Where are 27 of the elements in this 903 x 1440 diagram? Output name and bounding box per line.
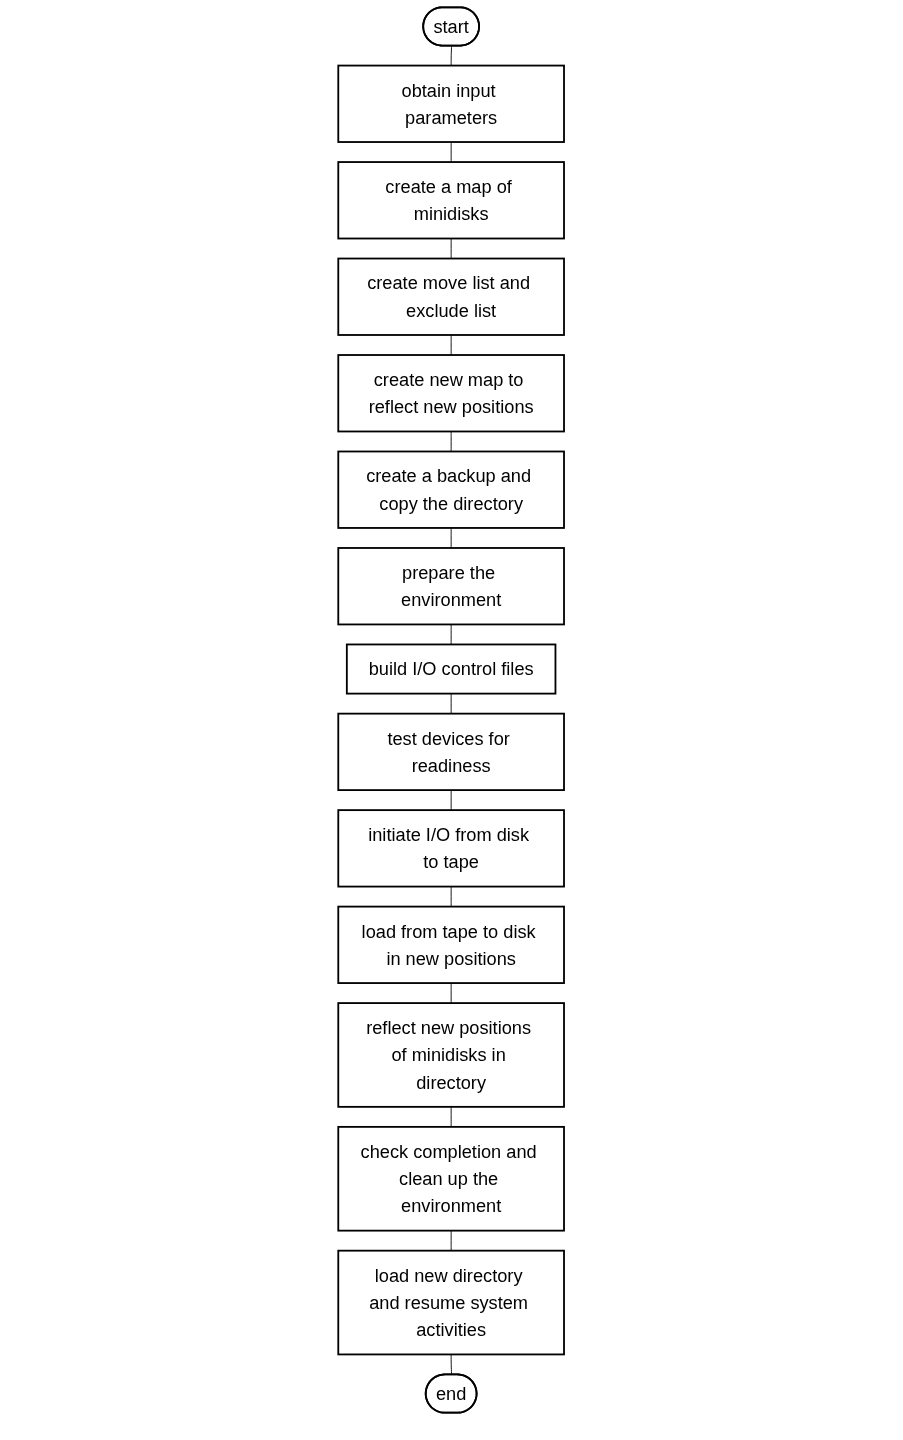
node-box: initiate I/O from disk to tape xyxy=(337,809,566,888)
connector xyxy=(451,527,452,549)
node-box: create move list and exclude list xyxy=(337,257,566,336)
connector xyxy=(451,693,452,715)
node-box: check completion and clean up the environment xyxy=(337,1125,566,1232)
connector xyxy=(451,1230,452,1252)
connector xyxy=(451,431,452,452)
node-box: test devices for readiness xyxy=(337,712,566,791)
node-box: create new map to reflect new positions xyxy=(337,354,566,433)
node-box: create a backup and copy the directory xyxy=(337,450,566,529)
node-box: load new directory and resume system activities xyxy=(337,1249,566,1356)
connector xyxy=(451,624,452,645)
node-box: obtain input parameters xyxy=(337,64,566,143)
connector xyxy=(451,1353,453,1376)
connector xyxy=(451,982,452,1004)
connector xyxy=(451,886,452,908)
node-box: prepare the environment xyxy=(337,547,566,626)
node-box: reflect new positions of minidisks in directory xyxy=(337,1002,566,1108)
node-box: create a map of minidisks xyxy=(337,161,566,240)
connector xyxy=(451,238,452,259)
node-box: build I/O control files xyxy=(346,643,557,695)
connector xyxy=(451,45,453,67)
node-box: load from tape to disk in new positions xyxy=(337,905,566,984)
connector xyxy=(451,334,452,356)
connector xyxy=(451,141,452,163)
connector xyxy=(451,1106,452,1128)
connector xyxy=(451,789,452,811)
